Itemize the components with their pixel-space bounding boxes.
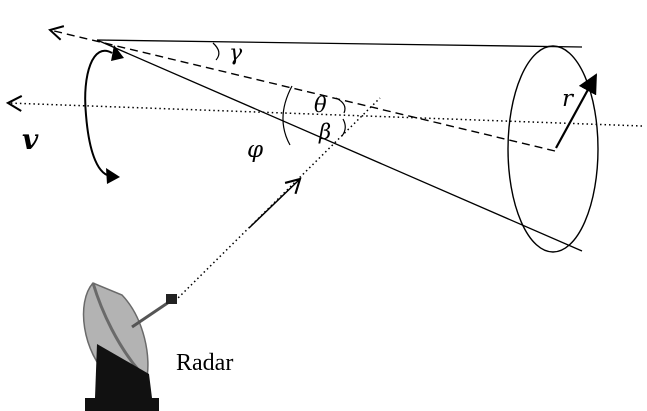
radar-label: Radar [176, 350, 233, 376]
radar-dish-icon [82, 282, 177, 411]
gamma-label: γ [229, 41, 243, 66]
phi-label: φ [247, 137, 264, 163]
velocity-label: v [22, 123, 39, 156]
theta-label: θ [314, 93, 327, 117]
beta-angle-arc [341, 118, 346, 137]
cone-base-ellipse [507, 45, 599, 253]
cone-upper-edge [96, 39, 583, 48]
cone-lower-edge [96, 39, 583, 252]
radius-label: r [562, 86, 575, 112]
theta-angle-arc [335, 97, 346, 114]
line-of-sight-arrow [248, 177, 302, 229]
rotation-arrow-icon [84, 45, 124, 184]
cone-axis-dashed [48, 25, 556, 152]
gamma-angle-arc [212, 42, 220, 61]
beta-label: β [318, 120, 331, 144]
radius-arrow [555, 73, 597, 149]
phi-angle-arc [282, 85, 293, 146]
line-of-sight-dotted [174, 97, 381, 302]
